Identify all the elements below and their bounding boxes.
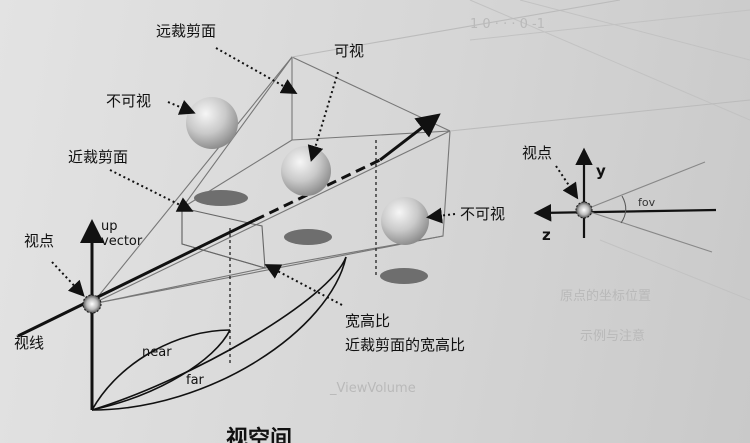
pointer-arrows (51, 47, 456, 306)
label-far-clip-plane: 远裁剪面 (156, 22, 216, 40)
label-vector: vector (101, 234, 143, 249)
label-near-clip-plane: 近裁剪面 (68, 148, 128, 166)
label-viewpoint-right: 视点 (522, 144, 552, 162)
axes-diagram (533, 147, 717, 253)
label-aspect-ratio: 宽高比 (345, 312, 390, 330)
label-near-plane-aspect-ratio: 近裁剪面的宽高比 (345, 336, 465, 354)
label-axis-y: y (596, 162, 606, 180)
label-line-of-sight: 视线 (14, 334, 44, 352)
caption-partial: 视空间 (226, 426, 292, 443)
label-axis-z: z (542, 226, 551, 244)
label-not-visible-right: 不可视 (460, 205, 505, 223)
viewpoint-marker-left (82, 294, 102, 314)
drop-lines (229, 140, 377, 365)
fov-arc (620, 195, 627, 224)
ghost-text-4: _ViewVolume (329, 381, 416, 396)
fov-edge-bottom (583, 209, 713, 253)
sphere-not-visible-right (381, 197, 429, 245)
sphere-not-visible-left (186, 97, 238, 149)
ghost-text-3: 示例与注意 (580, 328, 645, 344)
label-fov: fov (638, 196, 656, 209)
fov-edge-top (583, 161, 706, 211)
near-far-arcs (91, 256, 347, 411)
sphere-visible (281, 146, 331, 196)
pointer-viewpoint-right (555, 165, 579, 200)
label-far: far (186, 373, 205, 388)
background-bleed (469, 0, 750, 301)
frustum (91, 0, 750, 305)
shadows (194, 190, 428, 284)
label-visible: 可视 (334, 42, 364, 60)
label-not-visible-left: 不可视 (106, 92, 151, 110)
label-viewpoint-left: 视点 (24, 232, 54, 250)
label-up: up (101, 219, 118, 234)
label-near: near (142, 345, 172, 360)
ghost-text-1: 1 0 · · · 0 -1 (470, 17, 545, 32)
z-axis-arrow (533, 203, 717, 222)
ghost-text-2: 原点的坐标位置 (560, 288, 651, 304)
viewpoint-marker-right (575, 201, 593, 219)
